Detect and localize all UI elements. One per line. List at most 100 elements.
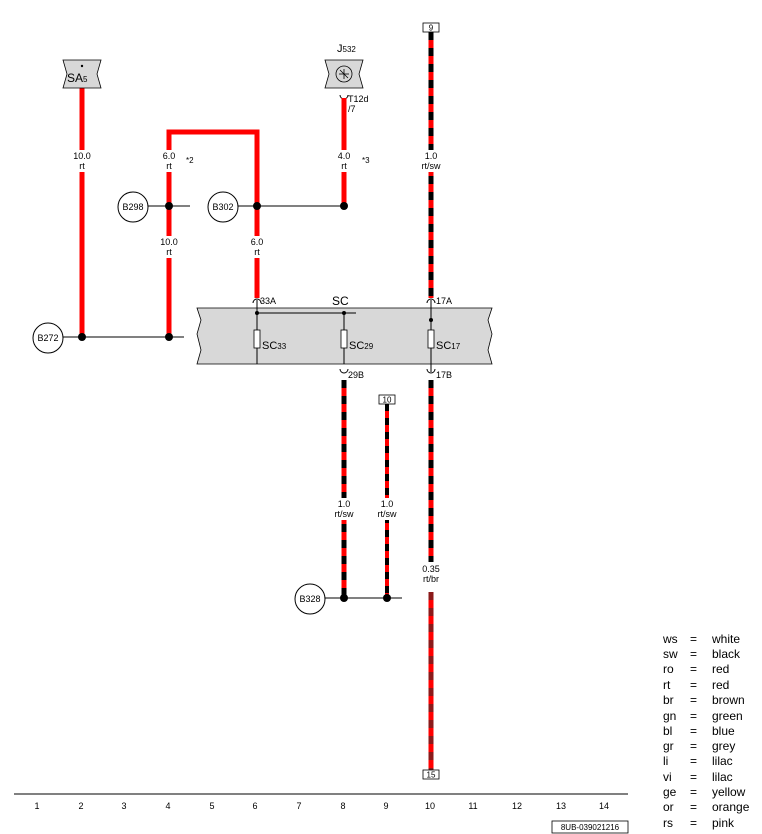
- ground-b272: [32, 322, 64, 354]
- legend-name: green: [712, 709, 743, 723]
- fuse-sc17-label: SC17: [436, 340, 461, 352]
- scale-number: 1: [34, 801, 39, 811]
- wire-label-size: 6.0: [163, 151, 176, 161]
- junction-dot: [78, 333, 86, 341]
- scale-number: 14: [599, 801, 609, 811]
- fuse-sc33-label: SC33: [262, 340, 287, 352]
- legend-eq: =: [690, 724, 697, 738]
- fuse-sc17: [427, 329, 435, 349]
- junction-dot: [342, 311, 346, 315]
- legend-code: rs: [663, 816, 673, 830]
- pin-33a-label: 33A: [260, 296, 276, 306]
- scale-number: 8: [340, 801, 345, 811]
- sa5-component: [62, 59, 102, 89]
- wire-label-size: 4.0: [338, 151, 351, 161]
- connector-arc: [426, 368, 436, 374]
- j532-pin-label: T12d: [348, 94, 369, 104]
- legend-eq: =: [690, 754, 697, 768]
- legend-code: li: [663, 754, 668, 768]
- ref-box-9-label: 9: [429, 24, 434, 33]
- legend-name: red: [712, 678, 729, 692]
- pin-17b-label: 17B: [436, 370, 452, 380]
- legend-name: lilac: [712, 770, 733, 784]
- junction-dot: [255, 311, 259, 315]
- wire-label-size: 6.0: [251, 237, 264, 247]
- wire-label-color: rt/sw: [378, 509, 397, 519]
- wire-label-color: rt: [79, 161, 85, 171]
- wire-label-bg: [373, 498, 401, 520]
- wire-label-color: rt: [166, 247, 172, 257]
- scale-numbers: 1 2 3 4 5 6 7 8 9 10 11 12 13 14: [34, 801, 609, 811]
- connector-arc: [339, 368, 349, 374]
- wire-label-bg: [417, 562, 445, 590]
- wire-label-size: 10.0: [160, 237, 178, 247]
- wire-label-bg: [68, 150, 96, 172]
- connector-arc: [252, 298, 262, 304]
- legend-eq: =: [690, 693, 697, 707]
- junction-dot: [253, 202, 261, 210]
- wire-label-bg: [332, 150, 356, 172]
- legend-code: ro: [663, 662, 674, 676]
- scale-number: 3: [121, 801, 126, 811]
- ref-box-15-label: 15: [427, 771, 436, 780]
- wire-label-color: rt/sw: [422, 161, 441, 171]
- junction-dot: [340, 594, 348, 602]
- legend-name: blue: [712, 724, 735, 738]
- fuse-sc29-label: SC29: [349, 340, 374, 352]
- legend-name: white: [711, 632, 740, 646]
- legend-name: grey: [712, 739, 735, 753]
- legend-eq: =: [690, 800, 697, 814]
- legend-name: red: [712, 662, 729, 676]
- wire-label-bg: [157, 150, 181, 172]
- j532-icon-line: [339, 69, 349, 79]
- ground-b298: [117, 191, 149, 223]
- scale-number: 12: [512, 801, 522, 811]
- wire-label-size: 1.0: [381, 499, 394, 509]
- legend-eq: =: [690, 739, 697, 753]
- ground-b302: [207, 191, 239, 223]
- scale-number: 7: [296, 801, 301, 811]
- doc-id: 8UB-039021216: [561, 823, 620, 832]
- sa5-pin: [80, 64, 84, 68]
- wire-note: *2: [186, 156, 194, 165]
- scale-number: 11: [468, 801, 477, 811]
- scale-number: 10: [425, 801, 435, 811]
- wire-label-color: rt: [166, 161, 172, 171]
- pin-29b-label: 29B: [348, 370, 364, 380]
- doc-id-box: [551, 820, 629, 834]
- junction-dot: [340, 202, 348, 210]
- legend-eq: =: [690, 632, 697, 646]
- wire-label-size: 10.0: [73, 151, 91, 161]
- legend-name: yellow: [712, 785, 746, 799]
- connector-arc: [426, 298, 436, 304]
- fuse-sc33: [253, 329, 261, 349]
- wire-label-color: rt: [254, 247, 260, 257]
- legend-code: vi: [663, 770, 672, 784]
- wire-label-color: rt/sw: [335, 509, 354, 519]
- ground-b298-label: B298: [122, 202, 143, 212]
- legend-name: lilac: [712, 754, 733, 768]
- sc-box-label: SC: [332, 294, 349, 308]
- junction-dot: [165, 202, 173, 210]
- junction-dot: [429, 318, 433, 322]
- legend-code: bl: [663, 724, 672, 738]
- scale-number: 9: [383, 801, 388, 811]
- scale-number: 13: [556, 801, 566, 811]
- legend-eq: =: [690, 647, 697, 661]
- j532-label: J532: [337, 43, 356, 55]
- color-legend: ws = white sw = black ro = red rt = red …: [662, 632, 750, 830]
- junction-dot: [165, 333, 173, 341]
- j532-icon: [335, 65, 353, 83]
- pin-17a-label: 17A: [436, 296, 452, 306]
- ground-b328: [294, 583, 326, 615]
- j532-pin2-label: /7: [348, 104, 356, 114]
- legend-name: pink: [712, 816, 735, 830]
- ref-box-10: [378, 394, 396, 405]
- legend-code: ws: [662, 632, 678, 646]
- legend-eq: =: [690, 709, 697, 723]
- legend-code: sw: [663, 647, 678, 661]
- legend-code: br: [663, 693, 674, 707]
- legend-name: brown: [712, 693, 745, 707]
- wire-label-bg: [245, 236, 269, 258]
